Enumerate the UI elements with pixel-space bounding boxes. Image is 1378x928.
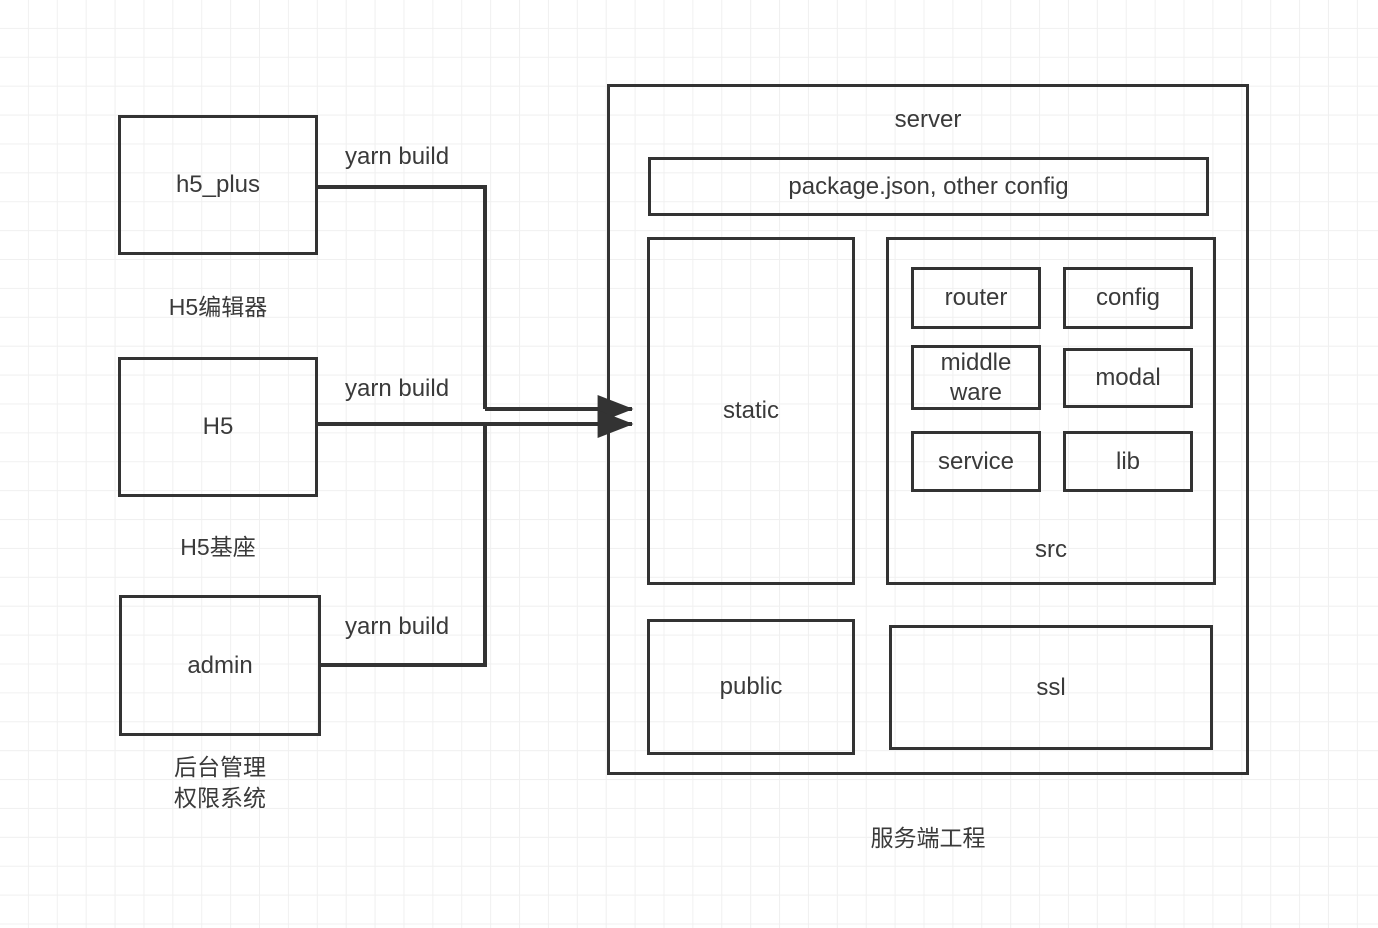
node-public[interactable]: public [647,619,855,755]
node-service-label: service [937,447,1015,475]
node-public-label: public [719,673,783,701]
caption-admin: 后台管理 权限系统 [174,754,266,812]
caption-h5: H5基座 [180,534,256,560]
node-config-label: config [1095,284,1161,312]
node-admin-label: admin [187,651,253,679]
node-h5-label: H5 [202,413,234,441]
node-src[interactable] [886,237,1216,585]
node-lib[interactable]: lib [1063,431,1193,492]
node-server[interactable] [607,84,1249,775]
node-h5[interactable]: H5 [118,357,318,497]
node-modal-label: modal [1095,364,1161,392]
edge-label-h5-plus: yarn build [345,143,450,170]
node-ssl-label: ssl [1036,673,1066,701]
node-service[interactable]: service [911,431,1041,492]
node-lib-label: lib [1115,447,1140,475]
node-router-label: router [944,284,1008,312]
caption-h5-plus: H5编辑器 [168,294,268,320]
node-middleware[interactable]: middle ware [911,345,1041,410]
caption-server: 服务端工程 [870,825,986,851]
node-h5-plus[interactable]: h5_plus [118,115,318,255]
node-server-label: server [894,106,962,133]
node-middleware-label: middle ware [940,349,1012,406]
node-static-label: static [722,397,779,425]
edge-label-h5: yarn build [345,375,450,402]
node-ssl[interactable]: ssl [889,625,1213,750]
node-package-config[interactable]: package.json, other config [648,157,1209,216]
node-modal[interactable]: modal [1063,348,1193,408]
node-package-config-label: package.json, other config [788,172,1069,200]
node-static[interactable]: static [647,237,855,585]
node-admin[interactable]: admin [119,595,321,736]
node-h5-plus-label: h5_plus [175,171,261,199]
node-config[interactable]: config [1063,267,1193,329]
edge-label-admin: yarn build [345,613,450,640]
node-router[interactable]: router [911,267,1041,329]
node-src-label: src [1035,536,1067,563]
